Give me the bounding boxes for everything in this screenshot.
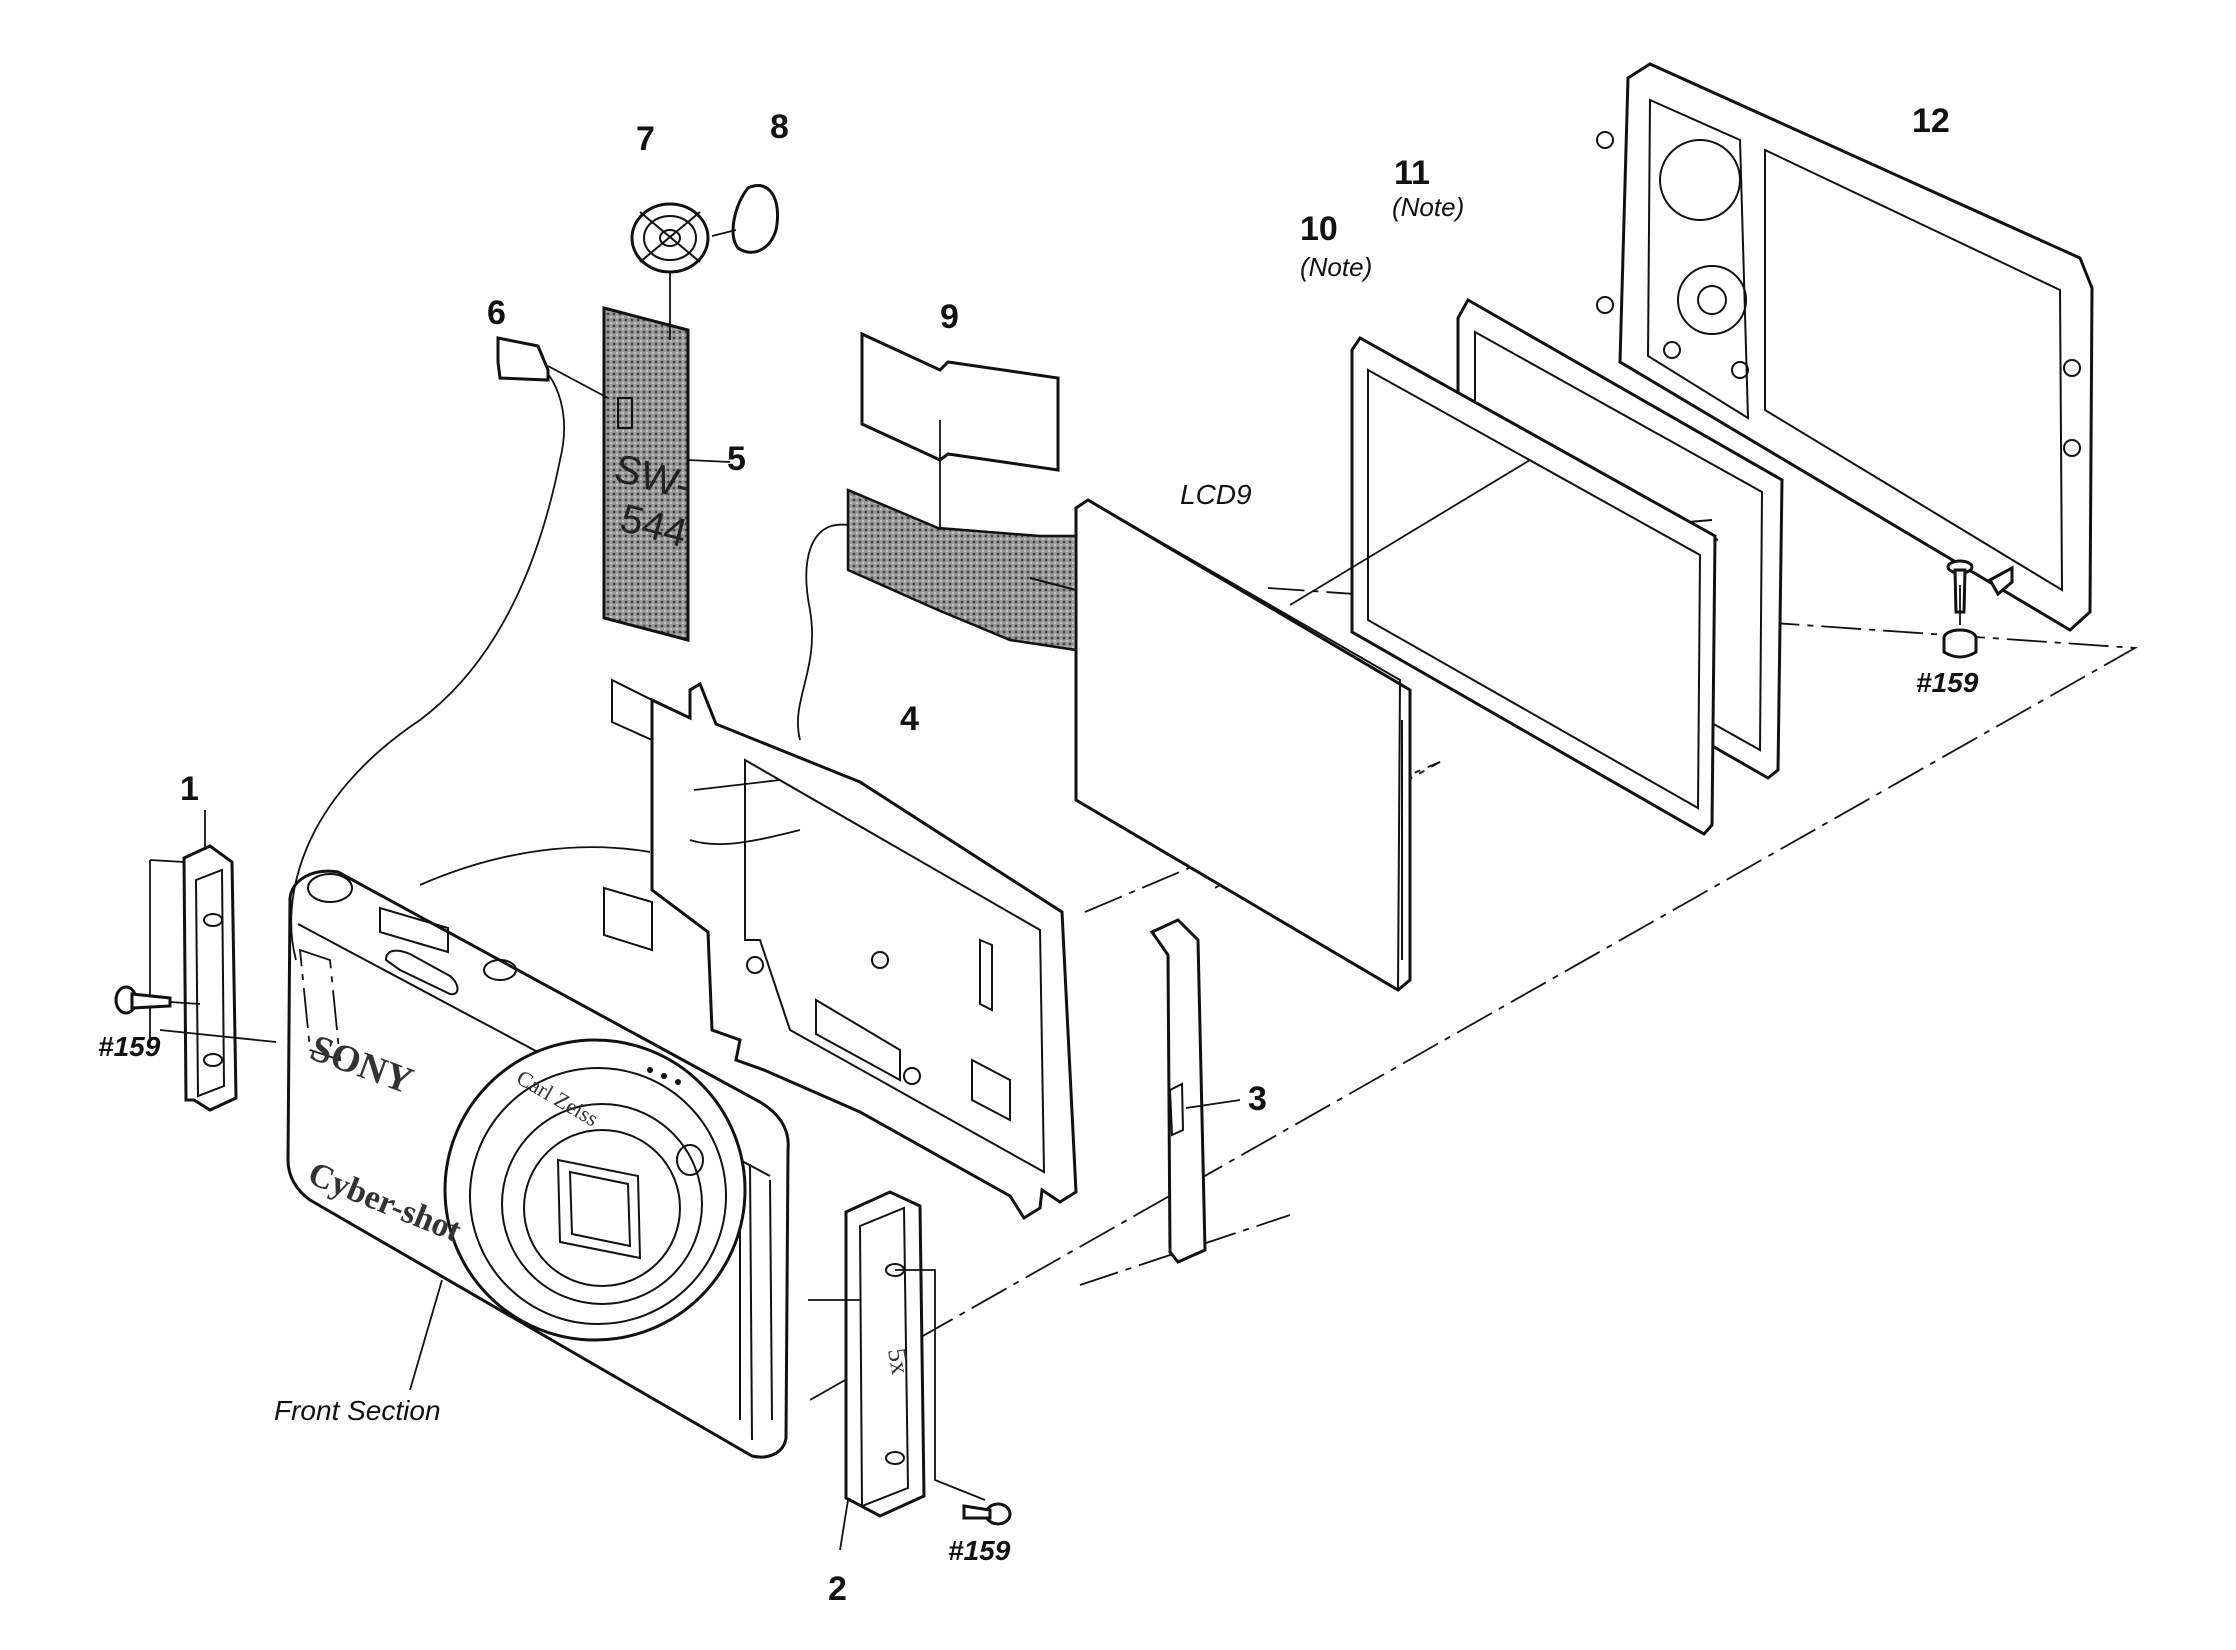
- cover-zoom-text: 5x: [882, 1346, 915, 1377]
- label-part-8: 8: [770, 108, 789, 146]
- label-part-4: 4: [900, 700, 919, 738]
- part-3-side-bracket: [1149, 918, 1241, 1264]
- part-5-switch-board: SW- 544: [602, 306, 731, 642]
- label-part-5: 5: [727, 440, 746, 478]
- label-part-11: 11: [1394, 154, 1430, 192]
- part-1-side-cover: [149, 810, 277, 1112]
- label-part-1: 1: [180, 770, 199, 808]
- label-screw-bottom: #159: [948, 1535, 1011, 1566]
- label-part-6: 6: [487, 294, 506, 332]
- part-10-lcd-frame: [1350, 336, 1717, 836]
- label-screw-right: #159: [1916, 667, 1979, 698]
- part-12-rear-cabinet: [1596, 62, 2094, 632]
- screw-left-159: [114, 985, 201, 1015]
- label-part-12: 12: [1912, 102, 1950, 140]
- part-8-dial-cap: [711, 184, 779, 254]
- screw-bottom-159: [962, 1502, 1012, 1526]
- label-lcd: LCD9: [1180, 479, 1252, 510]
- label-part-7: 7: [636, 120, 655, 158]
- label-screw-left: #159: [98, 1031, 161, 1062]
- part-6-connector: [496, 336, 609, 399]
- label-front-section: Front Section: [274, 1395, 441, 1426]
- label-part-2: 2: [828, 1570, 847, 1608]
- label-note-11: (Note): [1392, 192, 1464, 222]
- part-7-mode-dial: [630, 202, 710, 340]
- label-note-10: (Note): [1300, 252, 1372, 282]
- screw-right-159: [1942, 559, 1978, 659]
- label-part-9: 9: [940, 298, 959, 336]
- part-9-flexible-board: [797, 331, 1078, 741]
- part-labels: 1 2 3 4 5 6 7 8 9 10 11 12 (Note) (Note)…: [98, 102, 1979, 1608]
- part-2-front-cover: 5x: [808, 1190, 986, 1551]
- lcd-panel: [1074, 459, 1531, 992]
- front-section-camera: SONY Cyber-shot Carl Zeiss: [286, 373, 790, 1459]
- part-4-main-frame: [603, 678, 1078, 1221]
- label-part-3: 3: [1248, 1080, 1267, 1118]
- label-part-10: 10: [1300, 210, 1338, 248]
